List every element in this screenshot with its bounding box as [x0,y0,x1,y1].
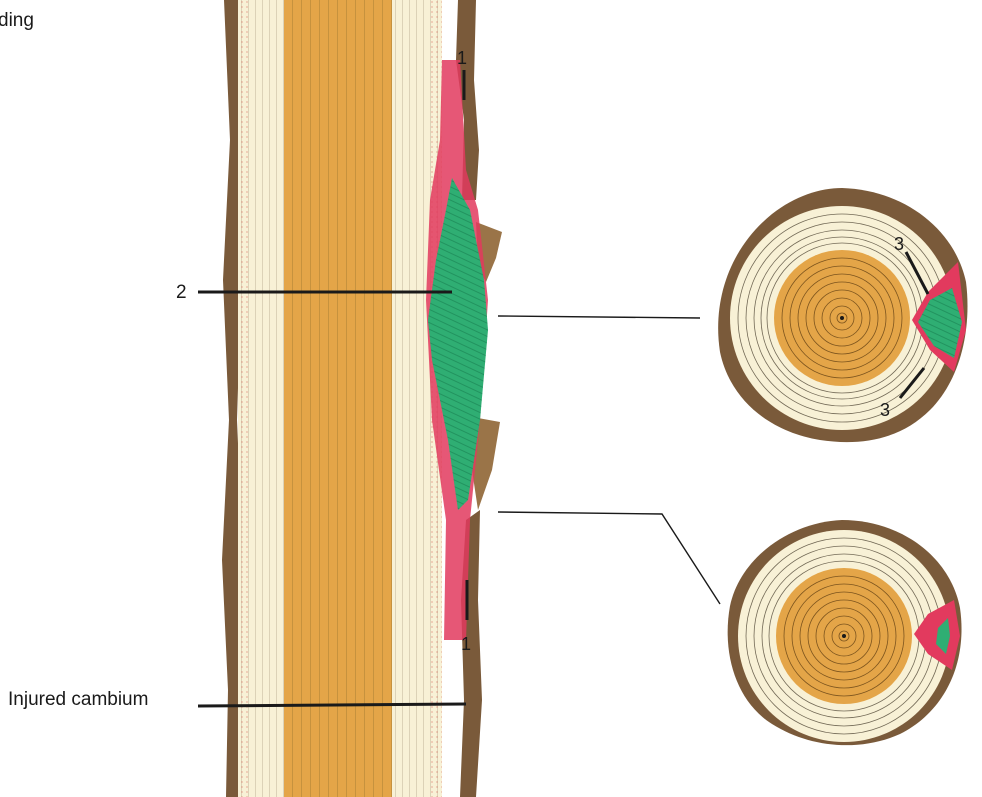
cross-section-upper [718,188,967,442]
connector-upper [498,316,700,318]
callout-2-label: 2 [176,282,187,303]
callout-1-bottom-label: 1 [461,634,471,654]
callout-3-top-label: 3 [894,234,904,254]
cross-section-lower [728,520,962,745]
injured-cambium-label: Injured cambium [8,689,148,710]
leader-line-injured-cambium [198,704,466,706]
callout-1-top-label: 1 [457,48,467,68]
longitudinal-section [222,0,502,797]
corner-fragment-label: ding [0,10,34,31]
connector-lower [498,512,720,604]
callout-3-bottom-label: 3 [880,400,890,420]
